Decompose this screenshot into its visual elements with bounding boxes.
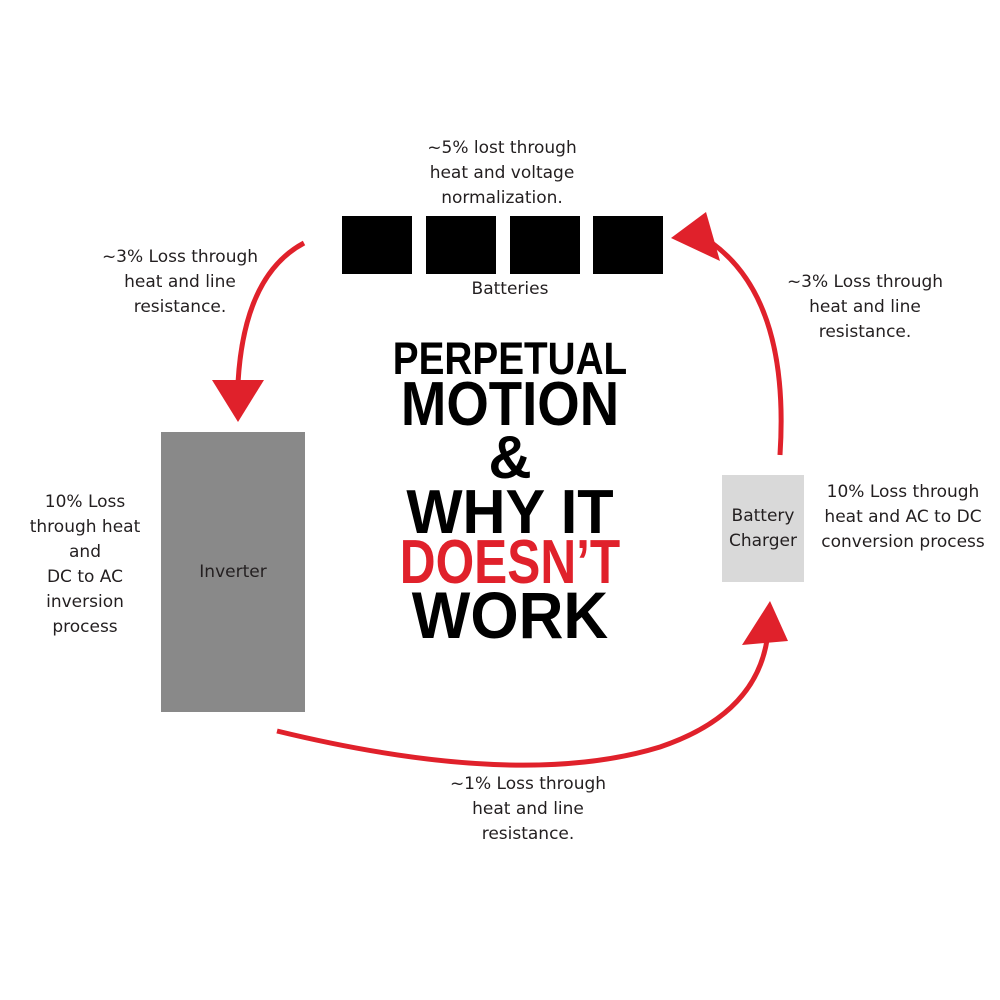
inverter-label: Inverter (199, 561, 267, 582)
inverter-loss-note: 10% Loss through heat and DC to AC inver… (29, 492, 141, 637)
title-line-work: WORK (411, 578, 609, 652)
edge-note-inverter-to-charger: ~1% Loss through heat and line resistanc… (449, 774, 607, 844)
arrowhead-charger (742, 601, 788, 645)
battery-cell-1 (342, 216, 412, 274)
battery-cell-3 (510, 216, 580, 274)
title-line-why-it: WHY IT (406, 478, 614, 547)
arrowhead-inverter (212, 380, 264, 422)
title-line-ampersand: & (488, 424, 532, 491)
inverter-box: Inverter (161, 432, 305, 712)
arrow-charger-to-batteries (710, 240, 784, 456)
batteries-label: Batteries (471, 279, 549, 299)
charger-box: Battery Charger (722, 475, 804, 582)
title-line-perpetual: PERPETUAL (392, 333, 628, 384)
batteries-loss-note: ~5% lost through heat and voltage normal… (427, 138, 577, 208)
title-line-doesnt: DOESN’T (399, 528, 621, 597)
charger-label: Battery Charger (729, 505, 797, 551)
arrowhead-batteries (671, 212, 720, 261)
arrow-inverter-to-charger (276, 639, 770, 768)
title-line-motion: MOTION (400, 370, 620, 439)
edge-note-batteries-to-inverter: ~3% Loss through heat and line resistanc… (101, 247, 259, 317)
charger-loss-note: 10% Loss through heat and AC to DC conve… (821, 482, 985, 552)
battery-cell-2 (426, 216, 496, 274)
arrow-batteries-to-inverter (235, 240, 306, 384)
battery-cell-4 (593, 216, 663, 274)
edge-note-charger-to-batteries: ~3% Loss through heat and line resistanc… (786, 272, 944, 342)
